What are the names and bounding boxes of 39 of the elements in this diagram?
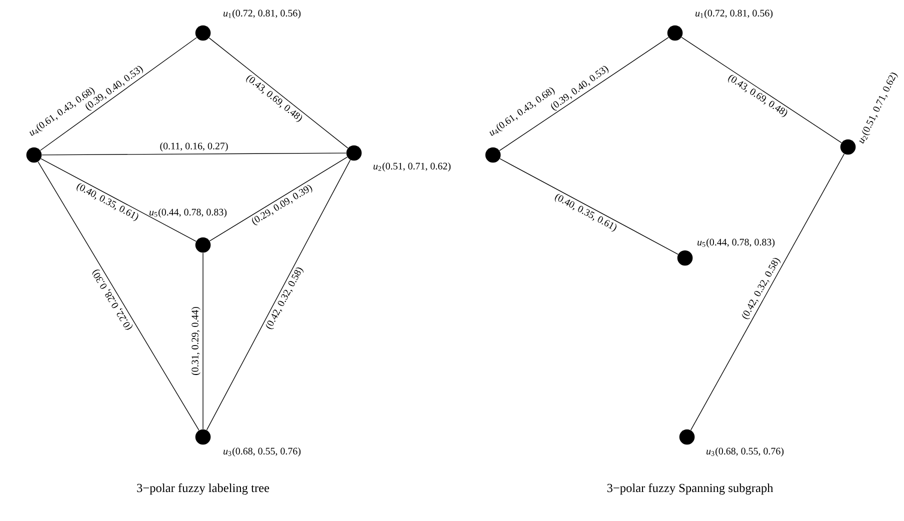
edge-line: [208, 38, 348, 148]
vertex-label: u$_{5}$(0.44, 0.78, 0.83): [698, 238, 775, 248]
vertex: [26, 147, 42, 163]
caption: 3−polar fuzzy labeling tree: [137, 483, 270, 495]
vertex: [840, 139, 856, 155]
edge-label: (0.31, 0.29, 0.44): [191, 307, 200, 375]
vertex-label: u$_{2}$(0.51, 0.71, 0.62): [374, 162, 451, 172]
edge-line: [209, 156, 348, 242]
vertex: [195, 429, 211, 445]
edge-line: [40, 37, 197, 151]
edge-label: (0.11, 0.16, 0.27): [160, 142, 228, 152]
edge-line: [499, 37, 669, 151]
edge-line: [202, 252, 204, 430]
edge-line: [42, 152, 346, 156]
edge-line: [690, 154, 845, 430]
edge-line: [38, 161, 200, 431]
vertex-label: u$_{3}$(0.68, 0.55, 0.76): [706, 447, 784, 456]
edge-line: [681, 37, 842, 143]
vertex: [195, 237, 211, 253]
edge-label: (0.42, 0.32, 0.58): [742, 258, 780, 320]
edge-line: [40, 158, 196, 242]
edge-line: [206, 160, 351, 430]
edge-label: (0.40, 0.35, 0.61): [76, 183, 138, 221]
vertex-label: u$_{1}$(0.72, 0.81, 0.56): [224, 9, 301, 18]
vertex: [679, 429, 695, 445]
edge-label: (0.40, 0.35, 0.61): [554, 194, 616, 232]
vertex-label: u$_{1}$(0.72, 0.81, 0.56): [696, 9, 773, 18]
vertex-label: u$_{5}$(0.44, 0.78, 0.83): [150, 208, 227, 218]
edge-label: (0.42, 0.32, 0.58): [266, 268, 304, 330]
vertex: [667, 25, 683, 41]
vertex: [677, 250, 693, 266]
vertex: [195, 25, 211, 41]
vertex: [485, 147, 501, 163]
vertex-label: u$_{3}$(0.68, 0.55, 0.76): [224, 447, 301, 456]
caption: 3−polar fuzzy Spanning subgraph: [607, 483, 774, 495]
vertex: [346, 145, 362, 161]
edge-line: [500, 158, 678, 255]
edge-label: (0.29, 0.09, 0.39): [252, 185, 312, 226]
vertex-label: u$_{2}$(0.51, 0.71, 0.62): [859, 72, 898, 144]
